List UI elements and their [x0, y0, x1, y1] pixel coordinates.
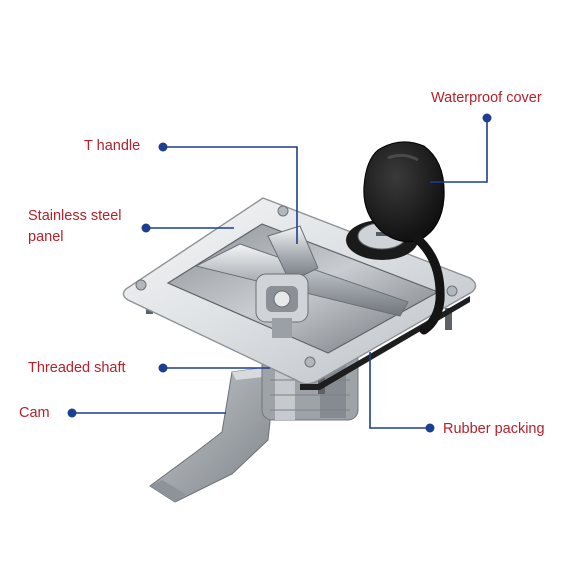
callout-threaded-shaft [158, 363, 270, 373]
label-rubber-packing: Rubber packing [443, 421, 545, 437]
label-stainless-steel-panel-line1: Stainless steel [28, 208, 122, 224]
callout-t-handle [158, 142, 298, 244]
t-handle [194, 225, 409, 338]
label-t-handle: T handle [84, 138, 141, 154]
label-cam: Cam [19, 405, 50, 421]
waterproof-cover [363, 141, 445, 335]
label-threaded-shaft: Threaded shaft [28, 360, 126, 376]
callout-stainless-steel-panel [141, 223, 234, 233]
label-stainless-steel-panel-line2: panel [28, 229, 64, 245]
label-waterproof-cover: Waterproof cover [431, 90, 542, 106]
callout-rubber-packing [369, 352, 435, 433]
cam [149, 365, 277, 503]
callout-cam [67, 408, 226, 418]
callout-waterproof-cover [430, 113, 492, 183]
